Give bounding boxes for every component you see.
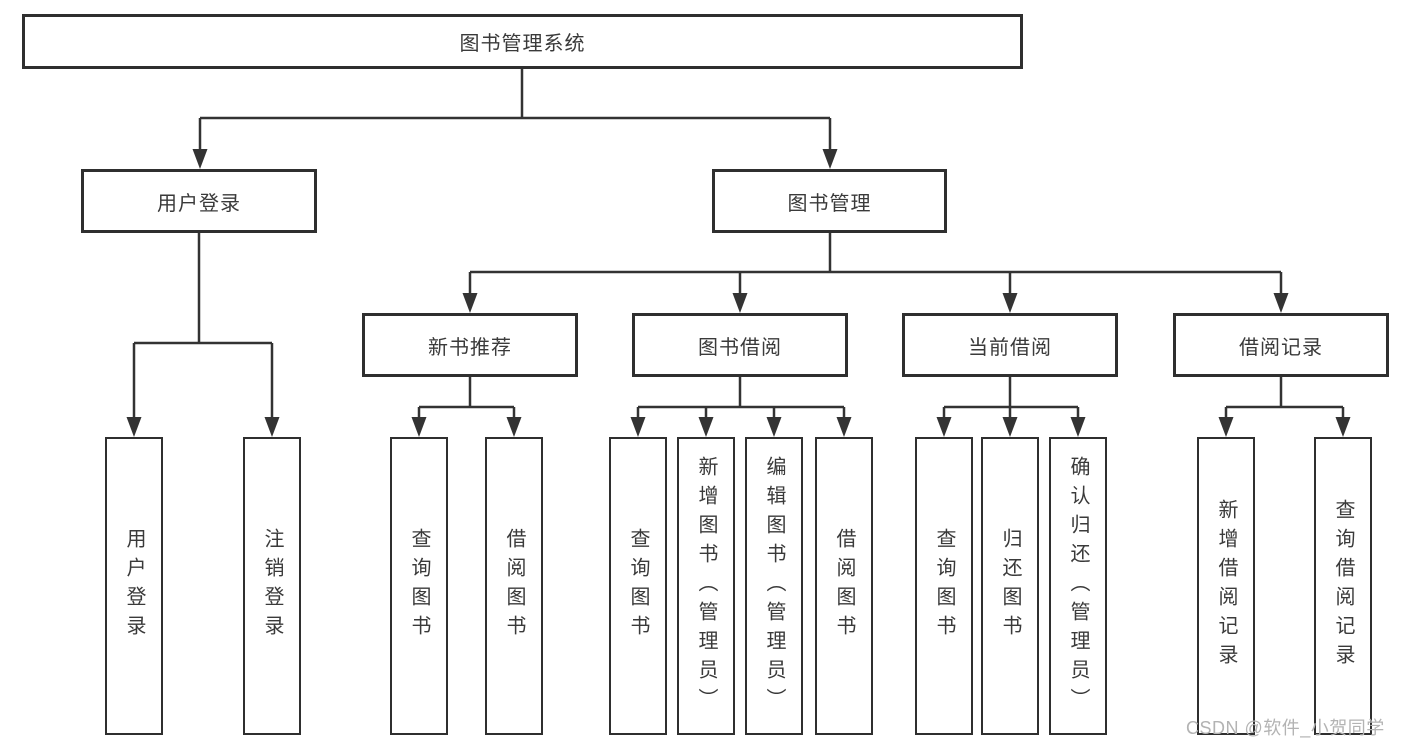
node-user-login: 用户登录: [81, 169, 317, 233]
arrowhead: [732, 293, 748, 313]
node-label: 新书推荐: [428, 336, 512, 359]
node-label: 图书借阅: [698, 336, 782, 359]
arrowhead: [264, 417, 280, 437]
arrowhead: [1002, 417, 1018, 437]
leaf-borrow-books: 借阅图书: [815, 437, 873, 735]
arrowhead: [822, 149, 838, 169]
leaf-label: 归还图书: [999, 528, 1021, 644]
arrowhead: [192, 149, 208, 169]
arrowhead: [126, 417, 142, 437]
node-label: 用户登录: [157, 192, 241, 215]
arrowhead: [936, 417, 952, 437]
leaf-label: 查询图书: [627, 528, 649, 644]
leaf-add-borrow-record: 新增借阅记录: [1197, 437, 1255, 735]
node-label: 图书管理系统: [459, 33, 586, 55]
arrowhead: [1335, 417, 1351, 437]
leaf-borrow-books: 借阅图书: [485, 437, 543, 735]
leaf-label: 用户登录: [123, 528, 145, 644]
leaf-query-books: 查询图书: [609, 437, 667, 735]
arrowhead: [698, 417, 714, 437]
node-label: 借阅记录: [1239, 336, 1323, 359]
leaf-label: 查询图书: [933, 528, 955, 644]
arrowhead: [630, 417, 646, 437]
leaf-label: 确认归还（管理员）: [1067, 455, 1089, 717]
leaf-add-books-admin: 新增图书（管理员）: [677, 437, 735, 735]
arrowhead: [1002, 293, 1018, 313]
leaf-query-borrow-record: 查询借阅记录: [1314, 437, 1372, 735]
arrowhead: [836, 417, 852, 437]
leaf-label: 查询图书: [408, 528, 430, 644]
node-library-management-system: 图书管理系统: [22, 14, 1023, 69]
leaf-return-books: 归还图书: [981, 437, 1039, 735]
leaf-confirm-return-admin: 确认归还（管理员）: [1049, 437, 1107, 735]
arrowhead: [766, 417, 782, 437]
leaf-label: 新增借阅记录: [1215, 499, 1237, 673]
csdn-watermark: CSDN @软件_小贺同学: [1186, 718, 1385, 738]
leaf-edit-books-admin: 编辑图书（管理员）: [745, 437, 803, 735]
arrowhead: [506, 417, 522, 437]
leaf-label: 编辑图书（管理员）: [763, 455, 785, 717]
node-current-borrow: 当前借阅: [902, 313, 1118, 377]
node-new-book-recommend: 新书推荐: [362, 313, 578, 377]
arrowhead: [1218, 417, 1234, 437]
leaf-user-login: 用户登录: [105, 437, 163, 735]
arrowhead: [1273, 293, 1289, 313]
arrowhead: [462, 293, 478, 313]
leaf-label: 注销登录: [261, 528, 283, 644]
leaf-query-books: 查询图书: [915, 437, 973, 735]
leaf-label: 借阅图书: [833, 528, 855, 644]
node-label: 图书管理: [787, 192, 872, 215]
arrowhead: [411, 417, 427, 437]
leaf-query-books: 查询图书: [390, 437, 448, 735]
leaf-label: 新增图书（管理员）: [695, 455, 717, 717]
node-borrow-record: 借阅记录: [1173, 313, 1389, 377]
node-book-borrow: 图书借阅: [632, 313, 848, 377]
leaf-label: 查询借阅记录: [1332, 499, 1354, 673]
arrowhead: [1070, 417, 1086, 437]
leaf-logout: 注销登录: [243, 437, 301, 735]
node-book-management: 图书管理: [712, 169, 947, 233]
node-label: 当前借阅: [968, 336, 1052, 359]
leaf-label: 借阅图书: [503, 528, 525, 644]
